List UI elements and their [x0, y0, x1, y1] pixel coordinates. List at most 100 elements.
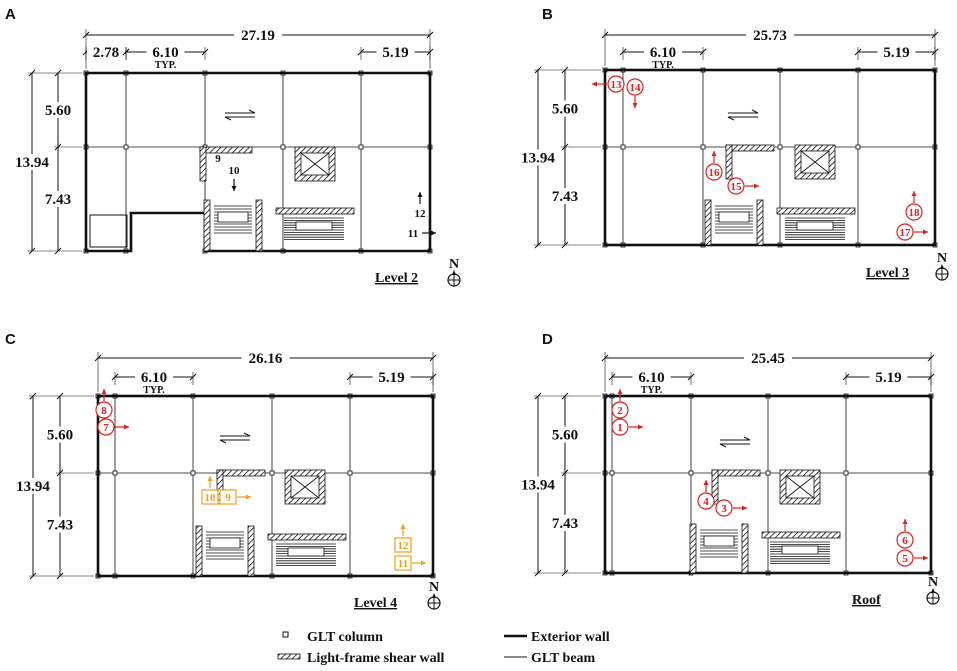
shear-wall — [711, 469, 719, 505]
arrow-head — [124, 424, 129, 430]
north-label: N — [429, 580, 439, 595]
shear-wall — [199, 146, 207, 182]
arrow-head — [101, 389, 107, 394]
dim-label-bg — [744, 349, 792, 367]
legend-shear-wall: Light-frame shear wall — [307, 651, 444, 666]
sensor-marker: 12 — [415, 208, 427, 220]
sensor-marker: 10 — [201, 489, 219, 505]
panel-letter: B — [542, 6, 553, 23]
span-direction-icon — [720, 436, 751, 441]
north-label: N — [449, 257, 459, 272]
dim-label-bg — [644, 43, 682, 59]
sensor-marker: 4 — [697, 492, 715, 510]
sensor-label: 12 — [415, 208, 427, 220]
glt-column — [609, 470, 615, 476]
dim-total-width: 27.19 — [241, 28, 275, 44]
sensor-box — [394, 555, 412, 571]
sensor-marker: 1 — [611, 418, 629, 436]
dim-tick — [561, 241, 569, 249]
shear-wall — [247, 525, 255, 577]
arrow-north — [902, 519, 908, 531]
dim-bottom-bay: 7.43 — [552, 189, 578, 205]
shear-wall — [203, 199, 211, 252]
legend-exterior-wall: Exterior wall — [531, 630, 610, 645]
sensor-marker: 7 — [97, 418, 115, 436]
glt-column — [123, 144, 129, 150]
arrow-head — [431, 230, 436, 236]
sensor-label: 16 — [709, 167, 721, 179]
dim-label-bg — [38, 102, 78, 118]
north-tip — [432, 593, 436, 598]
arrow-head — [902, 519, 908, 524]
elevator-cross — [290, 475, 320, 499]
sensor-label: 5 — [902, 553, 908, 565]
typ-label: TYP. — [143, 385, 165, 396]
legend-glt-column-icon — [282, 631, 289, 638]
dim-total-height: 13.94 — [521, 478, 555, 494]
stair-landing — [287, 547, 325, 557]
dim-label-bg — [11, 478, 55, 494]
sensor-marker: 9 — [219, 489, 237, 505]
sensor-marker: 15 — [727, 177, 745, 195]
sensor-label: 6 — [902, 535, 908, 547]
arrow-north — [101, 389, 107, 401]
stair-landing — [703, 535, 735, 547]
dim-top-bay: 5.60 — [45, 103, 71, 119]
shear-wall — [704, 199, 712, 246]
glt-column — [280, 144, 286, 150]
arrow-north — [617, 389, 623, 401]
arrow-head — [703, 480, 709, 485]
arrow-north — [400, 524, 406, 536]
arrow-head — [754, 183, 759, 189]
dim-total-height: 13.94 — [15, 155, 49, 171]
glt-column — [855, 144, 861, 150]
dim-total-height: 13.94 — [521, 151, 555, 167]
panel-letter: A — [5, 6, 16, 23]
dim-tick — [561, 392, 569, 400]
shear-wall — [725, 144, 733, 180]
sensor-box — [394, 537, 412, 553]
glt-column — [777, 144, 783, 150]
panel-letter: C — [5, 331, 16, 348]
shear-wall — [275, 207, 355, 215]
north-label: N — [928, 575, 938, 590]
exterior-wall — [603, 394, 933, 575]
shear-wall — [756, 199, 764, 246]
span-direction-icon — [225, 109, 256, 114]
arrow-head — [231, 186, 237, 191]
stair-landing — [718, 211, 750, 223]
dim-bottom-bay: 7.43 — [45, 192, 71, 208]
dim-label-bg — [746, 26, 794, 44]
sensor-marker: 6 — [896, 531, 914, 549]
sensor-circle — [97, 418, 115, 436]
arrow-head — [246, 494, 251, 500]
sensor-label: 14 — [630, 82, 642, 94]
dim-tick — [54, 69, 62, 77]
arrow-head — [592, 81, 597, 87]
arrow-head — [711, 151, 717, 156]
shear-wall — [195, 525, 203, 577]
dim-top-bay: 5.60 — [47, 428, 73, 444]
sensor-marker: 18 — [905, 203, 923, 221]
sensor-label: 17 — [900, 227, 912, 239]
sensor-circle — [896, 549, 914, 567]
shear-wall — [725, 144, 775, 152]
dim-label-bg — [877, 43, 916, 59]
sensor-marker: 8 — [95, 401, 113, 419]
sensor-marker: 11 — [394, 555, 412, 571]
sensor-circle — [896, 531, 914, 549]
dim-label-bg — [135, 368, 173, 384]
dim-label-bg — [545, 100, 585, 117]
span-direction-icon — [719, 443, 750, 448]
sensor-marker: 10 — [229, 165, 241, 177]
arrow-east — [422, 230, 436, 236]
sensor-box — [219, 489, 237, 505]
sensor-marker: 9 — [215, 153, 221, 165]
arrow-east — [745, 183, 759, 189]
shear-wall — [776, 207, 856, 215]
dim-total-width: 25.73 — [753, 28, 787, 44]
